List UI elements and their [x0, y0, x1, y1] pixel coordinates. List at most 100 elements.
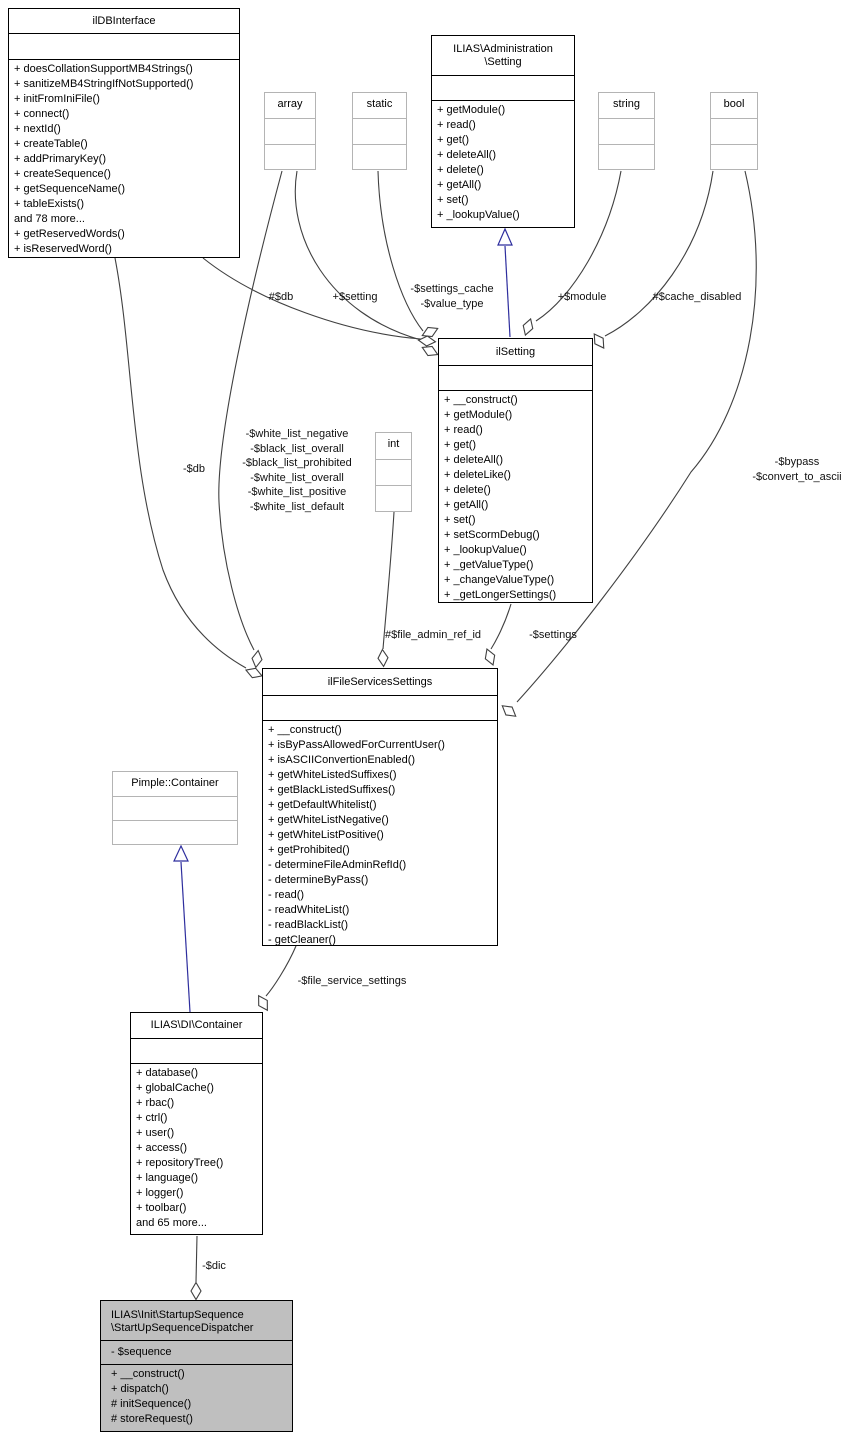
methods-compartment: + getModule()+ read()+ get()+ deleteAll(… — [432, 101, 574, 227]
edge-ilsetting-fss — [490, 603, 512, 650]
edge-label-setting-member: +$setting — [332, 291, 378, 303]
class-title-line1: ILIAS\Init\StartupSequence — [111, 1308, 244, 1321]
empty-compartment — [353, 118, 406, 144]
edge-array-ilsetting — [294, 170, 422, 341]
diamond-ilsetting-cachedisabled — [593, 333, 605, 349]
method-row: + initFromIniFile() — [14, 93, 100, 105]
method-row: + _lookupValue() — [444, 544, 527, 556]
method-row: + getWhiteListPositive() — [268, 829, 384, 841]
method-row: + get() — [444, 439, 477, 451]
diamond-dispatcher-dic — [190, 1281, 202, 1301]
methods-compartment: + __construct()+ isByPassAllowedForCurre… — [263, 721, 497, 950]
edge-label-db-fss: -$db — [182, 463, 206, 475]
class-ilias-administration-setting[interactable]: ILIAS\Administration \Setting + getModul… — [431, 35, 575, 228]
methods-compartment: + __construct() + getModule() + read() + ge… — [439, 391, 592, 605]
type-title: string — [613, 98, 640, 110]
method-row: + getAll() — [444, 499, 489, 511]
attributes-compartment — [432, 76, 574, 101]
class-title: ILIAS\Init\StartupSequence \StartUpSeque… — [101, 1301, 292, 1341]
class-title: ilFileServicesSettings — [263, 669, 497, 696]
method-row: + nextId() — [14, 123, 61, 135]
class-pimple-container: Pimple::Container — [112, 771, 238, 845]
method-row: + getProhibited() — [268, 844, 350, 856]
edge-ildbinterface-ilsetting — [202, 257, 422, 340]
empty-compartment — [376, 459, 411, 485]
empty-compartment — [599, 143, 654, 170]
method-row: + getModule() — [444, 409, 513, 421]
method-row: and 65 more... — [136, 1217, 207, 1229]
class-startupsequencedispatcher: ILIAS\Init\StartupSequence \StartUpSeque… — [100, 1300, 293, 1432]
method-row: + getAll() — [437, 179, 482, 191]
edge-label-line: -$white_list_default — [249, 500, 345, 513]
inheritance-arrow-adminsetting — [497, 227, 513, 246]
type-bool: bool — [710, 92, 758, 170]
class-ilias-di-container[interactable]: ILIAS\DI\Container + database()+ globalC… — [130, 1012, 263, 1235]
empty-compartment — [711, 143, 757, 170]
edge-bool-fss — [516, 170, 757, 703]
method-row: + getReservedWords() — [14, 228, 125, 240]
diamond-ilsetting-setting — [417, 335, 437, 347]
method-row: + dispatch() — [111, 1383, 169, 1395]
method-row: + ctrl() — [136, 1112, 168, 1124]
method-row: + __construct() — [444, 394, 518, 406]
empty-compartment — [265, 143, 315, 170]
method-row: + connect() — [14, 108, 70, 120]
method-row: + isReservedWord() — [14, 243, 112, 255]
edge-label-settings: -$settings — [529, 629, 577, 641]
method-row: + logger() — [136, 1187, 184, 1199]
type-static: static — [352, 92, 407, 170]
diamond-ilsetting-cache — [421, 345, 439, 357]
method-row: - determineByPass() — [268, 874, 369, 886]
method-row: # initSequence() — [111, 1398, 192, 1410]
edge-label-settings-cache: -$settings_cache-$value_type — [410, 282, 493, 311]
type-string: string — [598, 92, 655, 170]
method-row: + __construct() — [268, 724, 342, 736]
edge-ildbinterface-fss — [114, 257, 247, 669]
method-row: + _getLongerSettings() — [444, 589, 557, 601]
edge-label-file-admin-ref-id: #$file_admin_ref_id — [384, 629, 482, 641]
edge-bool-ilsetting — [604, 170, 714, 337]
edge-label-cache-disabled: #$cache_disabled — [652, 291, 742, 303]
method-row: + deleteLike() — [444, 469, 511, 481]
edge-static-ilsetting — [377, 170, 424, 332]
method-row: + createTable() — [14, 138, 88, 150]
edge-label-line: -$white_list_positive — [247, 486, 347, 498]
method-row: + deleteAll() — [437, 149, 497, 161]
edge-label-db-member: #$db — [268, 291, 294, 303]
diamond-ilsetting-db — [421, 326, 439, 338]
method-row: + rbac() — [136, 1097, 175, 1109]
type-title: int — [387, 438, 400, 450]
empty-compartment — [265, 118, 315, 144]
method-row: + globalCache() — [136, 1082, 214, 1094]
method-row: + _getValueType() — [444, 559, 534, 571]
diamond-dicontainer-fss — [258, 994, 268, 1012]
type-title: bool — [723, 98, 745, 110]
method-row: + read() — [437, 119, 476, 131]
class-ilsetting[interactable]: ilSetting + __construct()+ getModule()+ … — [438, 338, 593, 603]
type-int: int — [375, 432, 412, 512]
method-row: + set() — [437, 194, 469, 206]
method-row: + read() — [444, 424, 483, 436]
inheritance-arrow-pimple — [173, 844, 189, 862]
method-row: + getWhiteListNegative() — [268, 814, 389, 826]
attributes-compartment: - $sequence — [101, 1341, 292, 1365]
method-row: + getSequenceName() — [14, 183, 125, 195]
method-row: + setScormDebug() — [444, 529, 540, 541]
class-title: Pimple::Container — [131, 777, 219, 789]
edge-int-fss — [382, 511, 395, 650]
edge-label-bypass: -$bypass-$convert_to_ascii — [752, 455, 841, 484]
class-ilfileservicessettings[interactable]: ilFileServicesSettings + __construct() + … — [262, 668, 498, 946]
edge-label-line: -$white_list_negative — [245, 428, 349, 440]
methods-compartment: + database()+ globalCache()+ rbac()+ ctr… — [131, 1064, 262, 1234]
method-row: - determineFileAdminRefId() — [268, 859, 407, 871]
type-title: static — [366, 98, 393, 110]
method-row: + getWhiteListedSuffixes() — [268, 769, 397, 781]
method-row: + getDefaultWhitelist() — [268, 799, 377, 811]
method-row: + _changeValueType() — [444, 574, 555, 586]
class-ildbinterface[interactable]: ilDBInterface + doesCollationSupportMB4S… — [8, 8, 240, 258]
method-row: + doesCollationSupportMB4Strings() — [14, 63, 193, 75]
edge-label-line: -$convert_to_ascii — [752, 470, 842, 483]
method-row: + _lookupValue() — [437, 209, 520, 221]
class-title: ilDBInterface — [9, 9, 239, 34]
